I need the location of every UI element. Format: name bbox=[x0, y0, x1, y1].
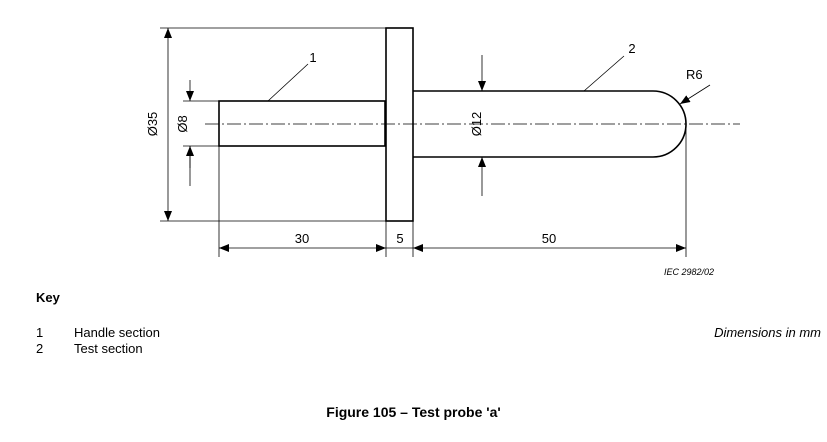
flange-shape bbox=[385, 27, 414, 222]
handle-section-shape bbox=[218, 100, 386, 147]
dim-test-len: 50 bbox=[542, 231, 556, 246]
key-item-1-num: 1 bbox=[36, 325, 44, 340]
leader-line-handle bbox=[267, 63, 309, 102]
key-item-1-label: Handle section bbox=[74, 325, 160, 340]
key-item-2-num: 2 bbox=[36, 341, 44, 356]
figure-caption: Figure 105 – Test probe 'a' bbox=[326, 404, 501, 420]
dim-handle-len: 30 bbox=[295, 231, 309, 246]
dim-handle-dia: Ø8 bbox=[175, 115, 190, 132]
ref-code: IEC 2982/02 bbox=[664, 267, 714, 277]
callout-test: 2 bbox=[628, 41, 635, 56]
dim-test-dia: Ø12 bbox=[469, 112, 484, 137]
dim-flange-len: 5 bbox=[396, 231, 403, 246]
probe-drawing: Ø35 Ø8 Ø12 30 5 50 1 2 R6 IEC 2982/02 bbox=[145, 27, 740, 277]
leader-line-radius bbox=[679, 84, 711, 105]
leader-line-test bbox=[583, 55, 625, 92]
dim-flange-dia: Ø35 bbox=[145, 112, 160, 137]
units-note: Dimensions in mm bbox=[714, 325, 821, 340]
radius-label: R6 bbox=[686, 67, 703, 82]
callout-handle: 1 bbox=[309, 50, 316, 65]
key-title: Key bbox=[36, 290, 60, 305]
key-item-2-label: Test section bbox=[74, 341, 143, 356]
